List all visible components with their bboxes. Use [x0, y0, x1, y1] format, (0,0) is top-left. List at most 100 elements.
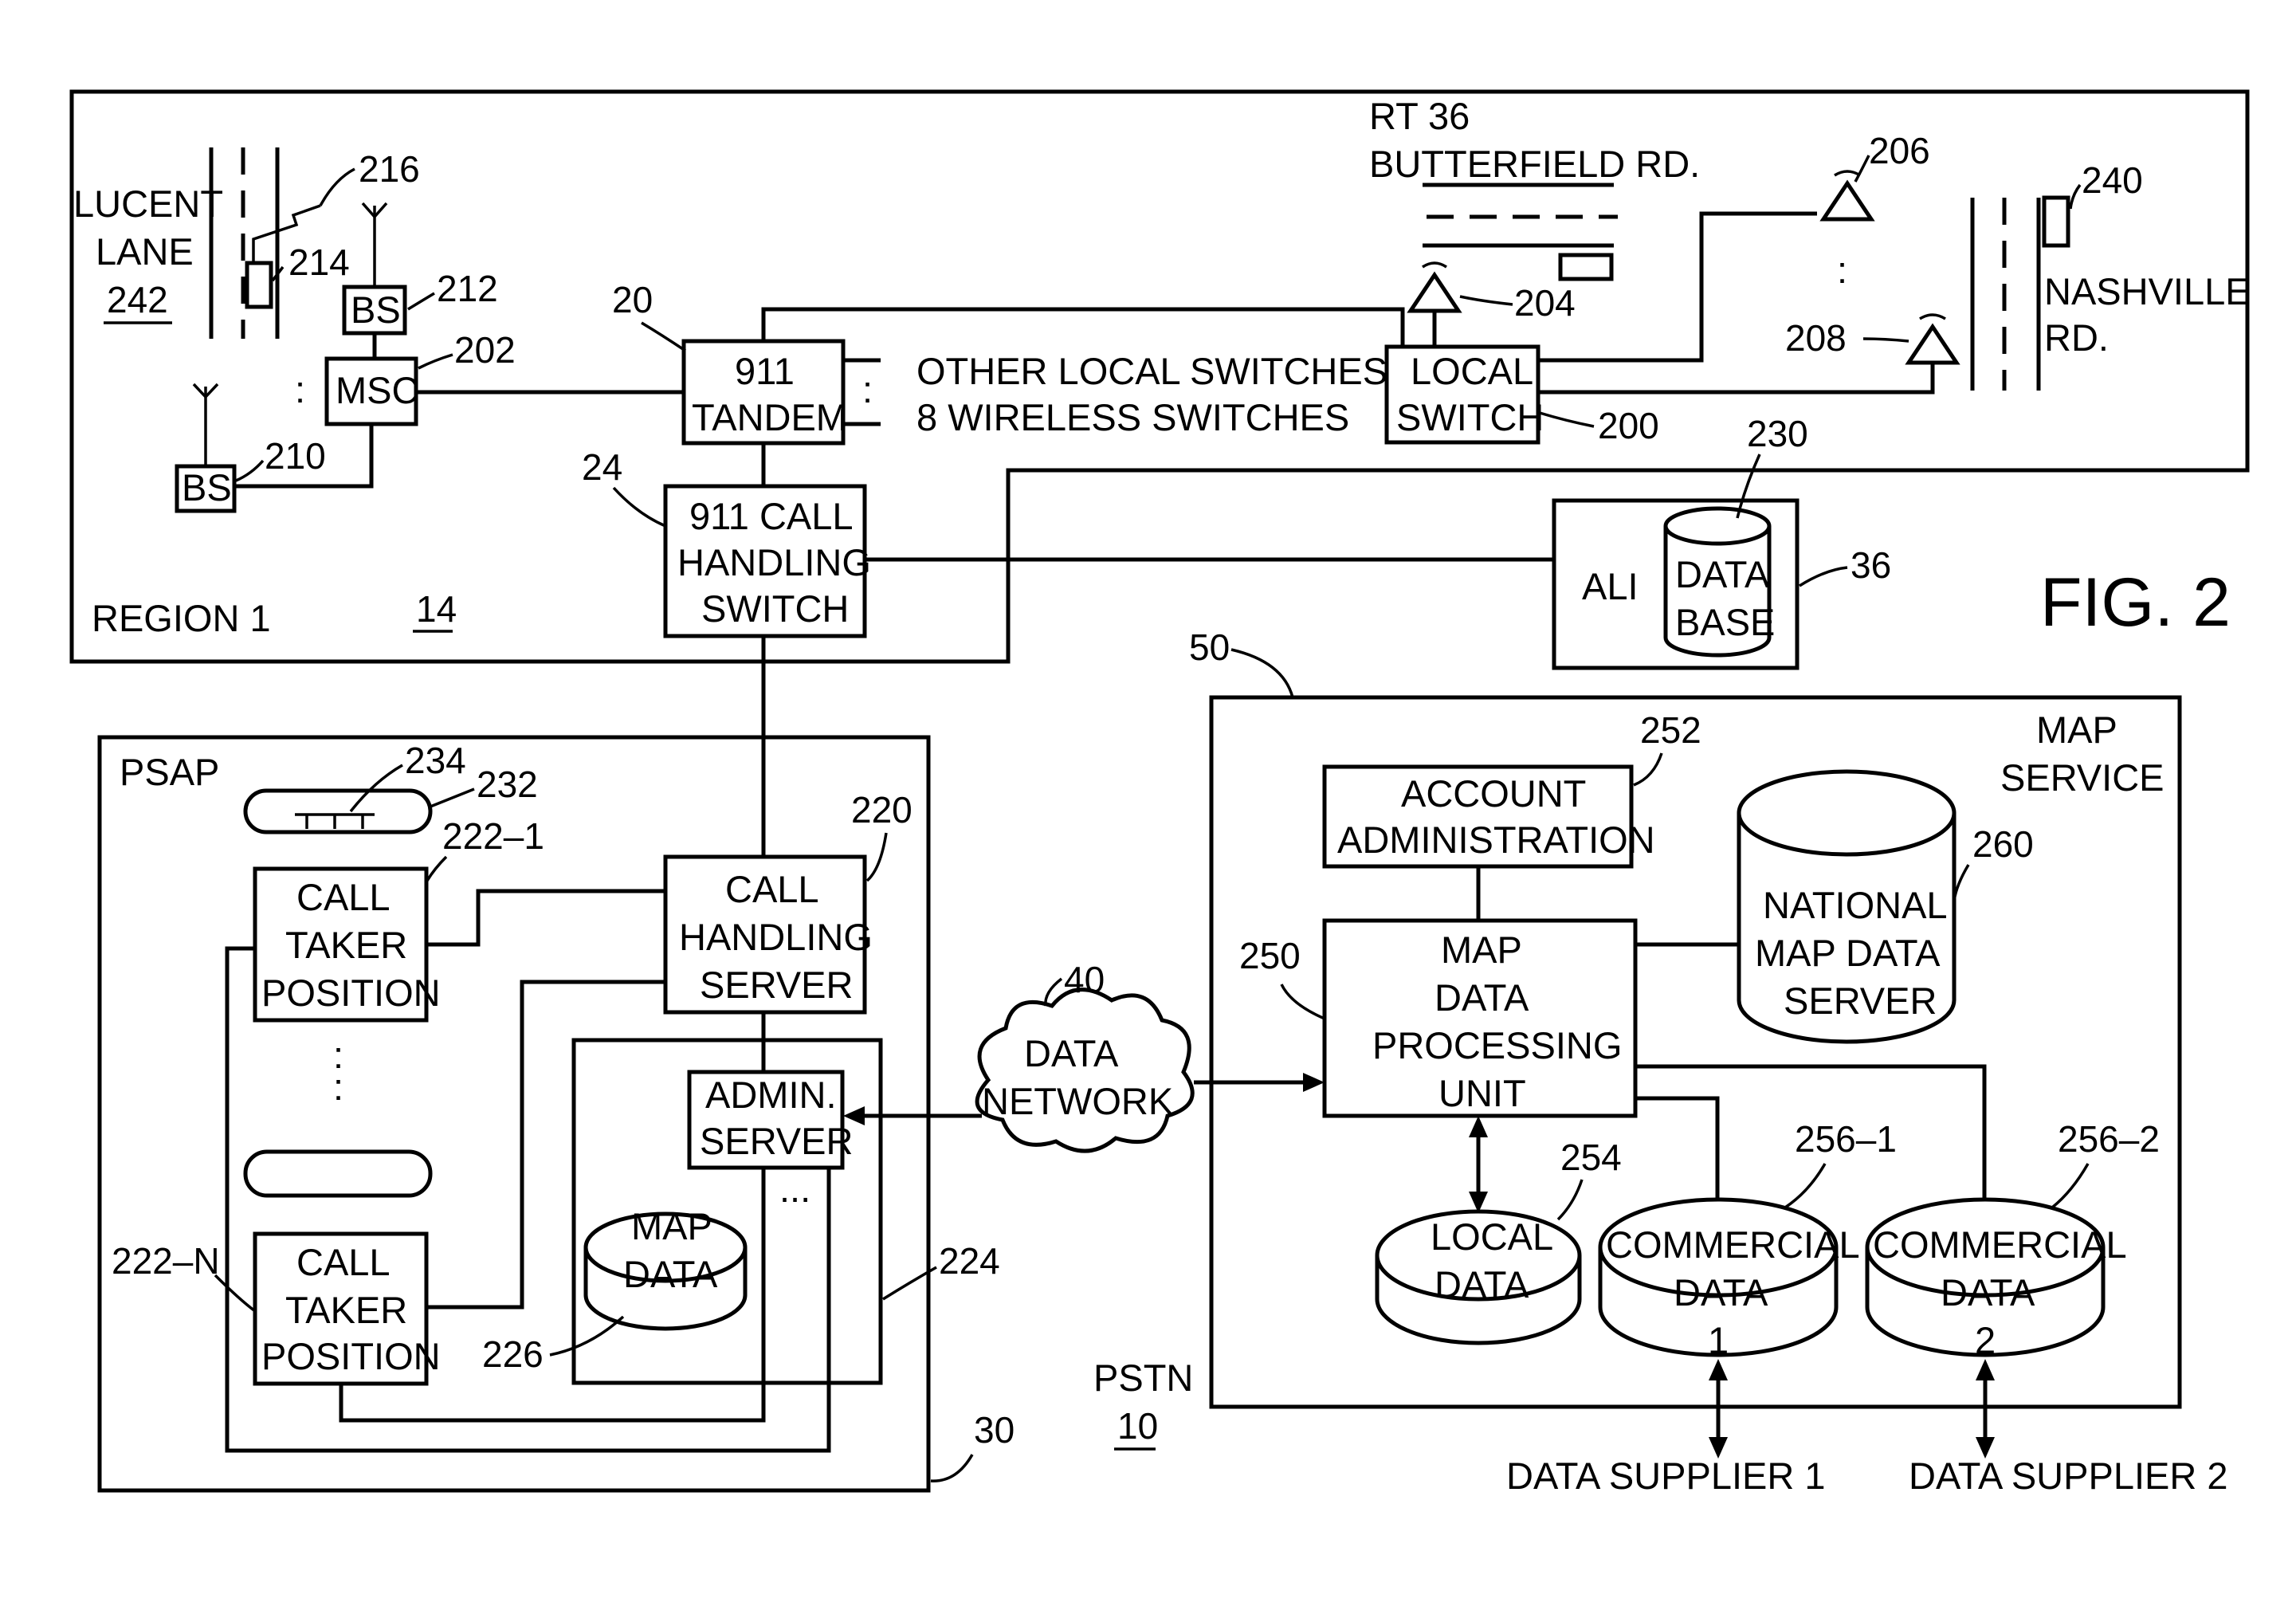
map-data-cylinder	[583, 1211, 748, 1331]
911-tandem-ref: 20	[612, 279, 653, 320]
nashville-line2: RD.	[2044, 316, 2109, 359]
ali-database-cylinder	[1663, 506, 1772, 658]
map-processing-line1: MAP	[1441, 929, 1522, 971]
admin-server-line1: ADMIN.	[705, 1074, 837, 1116]
admin-server-line2: SERVER	[700, 1120, 853, 1162]
call-handling-server-ref: 220	[851, 789, 913, 831]
data-network-line1: DATA	[1024, 1032, 1119, 1074]
nashville-line1: NASHVILLE	[2044, 270, 2251, 312]
call-handling-server-box	[663, 854, 867, 1015]
911-call-handling-switch-line3: SWITCH	[701, 587, 849, 630]
bs-212-label: BS	[351, 289, 401, 331]
commercial-data-2-cylinder	[1865, 1197, 2106, 1357]
call-handling-server-line1: CALL	[725, 868, 819, 910]
ali-label: ALI	[1582, 565, 1639, 607]
rt36-line2: BUTTERFIELD RD.	[1369, 143, 1700, 185]
nashville-road	[1970, 198, 2041, 391]
local-data-line1: LOCAL	[1431, 1215, 1553, 1258]
call-taker-1-line1: CALL	[296, 876, 391, 918]
msc-label: MSC	[336, 369, 418, 411]
ref-234: 234	[405, 740, 466, 781]
msc-ref: 202	[454, 329, 516, 371]
ali-db-ref: 230	[1747, 413, 1808, 454]
psap-label: PSAP	[120, 751, 219, 793]
lucent-lane-ref: 242	[107, 279, 168, 320]
ref-232: 232	[477, 764, 538, 805]
psap-ref: 30	[974, 1409, 1015, 1451]
map-processing-line3: PROCESSING	[1372, 1024, 1622, 1066]
data-supplier-2: DATA SUPPLIER 2	[1909, 1455, 2228, 1497]
map-service-boundary	[1209, 695, 2182, 1409]
data-network-line2: NETWORK	[982, 1080, 1173, 1122]
commercial-2-ref: 256–2	[2058, 1118, 2160, 1160]
ref-216: 216	[359, 148, 420, 190]
lucent-lane-line2: LANE	[96, 230, 194, 273]
call-taker-1-line3: POSITION	[261, 972, 441, 1014]
region1-boundary	[69, 89, 2250, 664]
rt36-line1: RT 36	[1369, 95, 1470, 137]
call-taker-1-ref: 222–1	[442, 815, 544, 857]
admin-server-ellipsis: ...	[779, 1168, 810, 1210]
call-taker-n-line3: POSITION	[261, 1335, 441, 1377]
status-display-blank	[243, 1149, 433, 1198]
map-data-processing-unit-box	[1322, 918, 1638, 1118]
bs-210-ref: 210	[265, 435, 326, 477]
antenna-icon	[361, 202, 388, 287]
other-switches-ellipsis: :	[862, 368, 873, 410]
data-supplier-1: DATA SUPPLIER 1	[1506, 1455, 1826, 1497]
pstn-label: PSTN	[1093, 1357, 1193, 1399]
map-data-ref: 226	[482, 1333, 544, 1375]
phone-208-icon	[1905, 313, 1960, 365]
national-map-data-server-cylinder	[1737, 769, 1957, 1044]
call-taker-ellipsis-top: :	[333, 1034, 343, 1076]
map-data-line2: DATA	[623, 1253, 718, 1295]
pstn-ref: 10	[1117, 1405, 1158, 1447]
911-call-handling-switch-ref: 24	[582, 446, 622, 488]
account-admin-line2: ADMINISTRATION	[1337, 819, 1655, 861]
call-taker-position-1-box	[253, 866, 429, 1023]
911-call-handling-switch-box	[663, 484, 867, 638]
call-taker-n-line2: TAKER	[285, 1289, 407, 1331]
region1-label: REGION 1	[92, 597, 271, 639]
region1-ref: 14	[416, 588, 457, 630]
figure-label: FIG. 2	[2040, 564, 2231, 641]
national-map-line2: MAP DATA	[1755, 932, 1941, 974]
local-switch-line2: SWITCH	[1396, 396, 1544, 438]
national-map-line1: NATIONAL	[1763, 884, 1948, 926]
map-data-line1: MAP	[631, 1205, 712, 1247]
ref-240: 240	[2082, 159, 2143, 201]
admin-subsystem-boundary	[571, 1038, 883, 1385]
local-data-line2: DATA	[1435, 1263, 1529, 1306]
lucent-lane-road	[209, 147, 280, 339]
local-switch-box	[1384, 344, 1540, 445]
msc-box	[324, 356, 418, 426]
national-map-ref: 260	[1972, 823, 2034, 865]
commercial-2-line1: COMMERCIAL	[1873, 1223, 2127, 1266]
antenna-icon	[192, 383, 219, 466]
bs-212-ref: 212	[437, 268, 498, 309]
map-service-line1: MAP	[2036, 709, 2117, 751]
national-map-line3: SERVER	[1784, 980, 1937, 1022]
911-tandem-line2: TANDEM	[692, 396, 847, 438]
mobile-phone-icon	[245, 261, 273, 309]
account-admin-ref: 252	[1640, 709, 1701, 751]
other-switches-line2: 8 WIRELESS SWITCHES	[916, 396, 1349, 438]
ali-db-line1: DATA	[1675, 553, 1770, 595]
map-processing-ref: 250	[1239, 935, 1301, 976]
admin-subsystem-ref: 224	[939, 1240, 1000, 1282]
other-switches-line1: OTHER LOCAL SWITCHES	[916, 350, 1387, 392]
ref-214: 214	[288, 242, 350, 283]
local-data-cylinder	[1375, 1209, 1582, 1345]
data-network-ref: 40	[1064, 959, 1105, 1000]
map-processing-line2: DATA	[1435, 976, 1529, 1019]
ali-ref: 36	[1851, 544, 1891, 586]
commercial-1-line3: 1	[1708, 1319, 1729, 1361]
call-taker-1-line2: TAKER	[285, 924, 407, 966]
local-switch-line1: LOCAL	[1411, 350, 1533, 392]
status-display-232	[243, 788, 433, 834]
call-handling-server-line2: HANDLING	[679, 916, 873, 958]
commercial-1-line1: COMMERCIAL	[1606, 1223, 1860, 1266]
phone-206-icon	[1819, 170, 1875, 222]
ref-204: 204	[1514, 282, 1576, 324]
